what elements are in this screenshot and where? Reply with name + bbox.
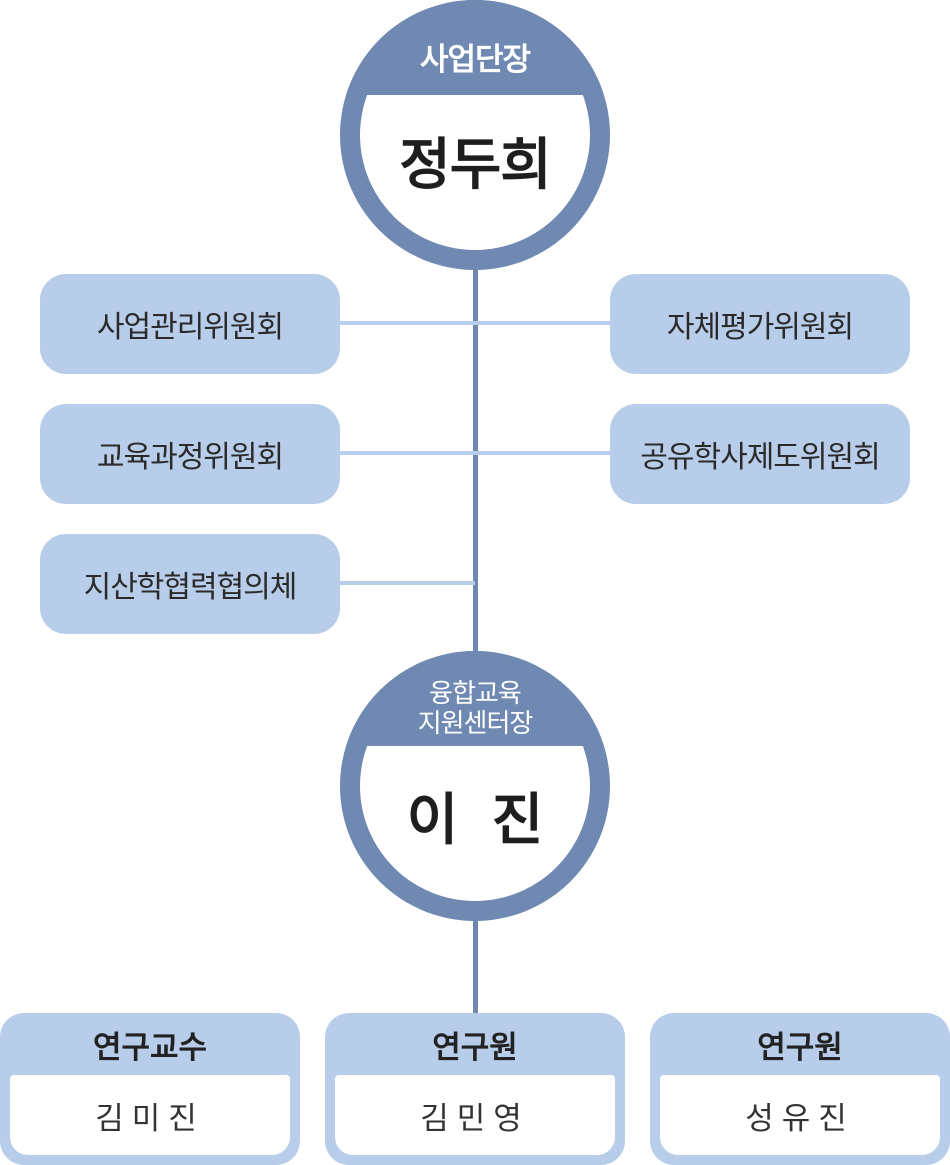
committee-shared-academic-system[interactable]: 공유학사제도위원회 (610, 404, 910, 504)
committee-curriculum[interactable]: 교육과정위원회 (40, 404, 340, 504)
committee-label: 교육과정위원회 (96, 440, 284, 475)
committee-label: 지산학협력협의체 (83, 570, 298, 605)
committee-label: 사업관리위원회 (96, 310, 284, 345)
staff-role: 연구교수 (92, 1029, 208, 1066)
director-title: 사업단장 (419, 42, 531, 78)
committee-label: 자체평가위원회 (666, 310, 854, 345)
center-head-name: 이 진 (406, 788, 544, 853)
center-head-title-line2: 지원센터장 (417, 708, 534, 739)
staff-role: 연구원 (432, 1029, 518, 1066)
director-circle: 사업단장 정두희 (340, 0, 610, 270)
staff-card-research-professor: 연구교수 김미진 (0, 1013, 300, 1165)
center-head-circle: 융합교육 지원센터장 이 진 (340, 651, 610, 921)
row2-horizontal-connector (338, 451, 612, 455)
staff-role: 연구원 (757, 1029, 843, 1066)
director-name: 정두희 (399, 133, 552, 198)
committee-business-management[interactable]: 사업관리위원회 (40, 274, 340, 374)
committee-industry-cooperation[interactable]: 지산학협력협의체 (40, 534, 340, 634)
staff-name: 김미진 (10, 1075, 290, 1155)
row3-horizontal-connector (338, 581, 475, 585)
committee-self-evaluation[interactable]: 자체평가위원회 (610, 274, 910, 374)
staff-card-researcher-2: 연구원 성유진 (650, 1013, 950, 1165)
committee-label: 공유학사제도위원회 (640, 440, 880, 475)
staff-name: 성유진 (660, 1075, 940, 1155)
center-head-title-line1: 융합교육 (429, 678, 522, 709)
staff-card-researcher-1: 연구원 김민영 (325, 1013, 625, 1165)
lower-vertical-connector (473, 905, 478, 1015)
director-title-band: 사업단장 (340, 0, 610, 95)
center-head-title-band: 융합교육 지원센터장 (340, 651, 610, 746)
row1-horizontal-connector (338, 321, 612, 325)
staff-name: 김민영 (335, 1075, 615, 1155)
main-vertical-connector (473, 255, 478, 675)
